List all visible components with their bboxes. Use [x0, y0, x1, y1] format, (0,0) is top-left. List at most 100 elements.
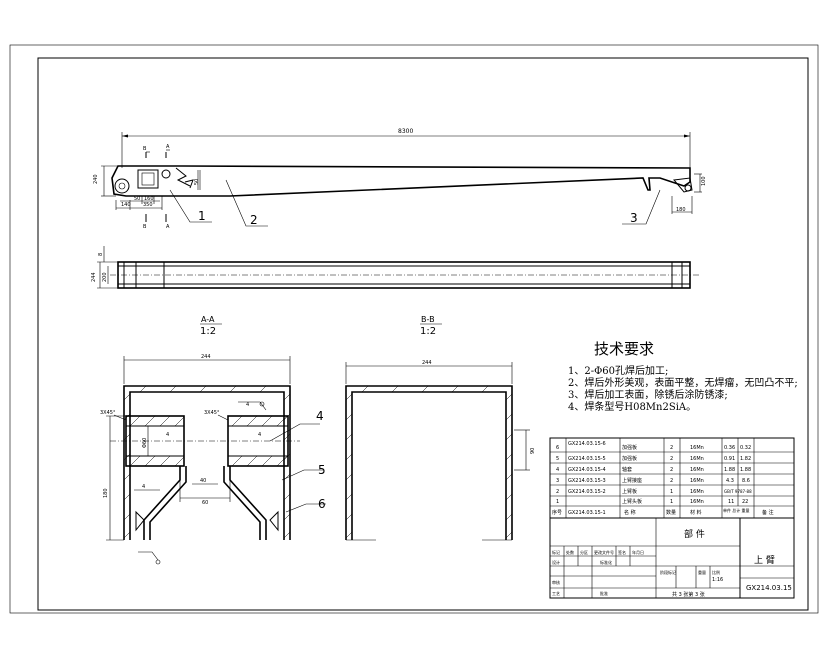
main-view: 8300 240 140 50 160 350 50 — [93, 128, 707, 230]
dim-244-top: 244 — [91, 272, 97, 282]
bom-no-2: 2 — [556, 489, 559, 495]
bom-name-4: 轴套 — [622, 466, 632, 473]
section-mark-a-top: A — [166, 144, 170, 150]
bom-w2-4: 1.88 — [740, 467, 751, 473]
dim-bore: Φ60 — [142, 438, 148, 448]
bom-code-4: GX214.03.15-4 — [568, 467, 606, 473]
bom-name-2: 上臂板 — [622, 488, 637, 495]
tb-label-approve: 批准 — [600, 590, 608, 596]
dim-350: 350 — [143, 202, 153, 208]
bom-w2-6: 0.32 — [740, 445, 751, 451]
bom-code-5: GX214.03.15-5 — [568, 456, 606, 462]
balloon-1: 1 — [198, 209, 206, 223]
section-b-scale: 1:2 — [420, 326, 436, 337]
dim-140: 140 — [121, 202, 131, 208]
section-b-view: B-B 1:2 244 90 — [345, 315, 536, 541]
section-a-scale: 1:2 — [200, 326, 216, 337]
tb-label-scale: 比例 — [712, 569, 720, 575]
bom-mat-5: 16Mn — [690, 456, 704, 462]
tb-label-date: 年月日 — [632, 549, 644, 555]
bom-qty-6: 2 — [670, 445, 673, 451]
weld-2: 4 — [258, 432, 261, 438]
tb-label-change-doc: 更改文件号 — [594, 549, 614, 555]
bom-code-1: GX214.03.15-1 — [568, 510, 606, 516]
dim-span: 60 — [202, 500, 208, 506]
bom-name-6: 加强板 — [622, 444, 637, 451]
section-a-label: A-A — [201, 315, 215, 324]
title-category: 部 件 — [684, 528, 705, 540]
weld-1: 4 — [166, 432, 169, 438]
dim-200-top: 200 — [102, 272, 108, 282]
bom-w1-5: 0.91 — [724, 456, 735, 462]
dim-160: 160 — [144, 196, 154, 202]
tb-label-weight: 重量 — [698, 569, 706, 575]
title-drawing-no: GX214.03.15 — [746, 584, 792, 592]
dim-244-b: 244 — [422, 360, 432, 366]
section-b-label: B-B — [421, 315, 435, 324]
dim-8-top: 8 — [98, 253, 104, 256]
bom-mat-6: 16Mn — [690, 445, 704, 451]
bom-header-mat: 材 料 — [690, 509, 702, 516]
tb-label-design: 设计 — [552, 559, 560, 565]
bom-w1-1: 11 — [728, 499, 734, 505]
bom-name-1: 上臂头板 — [622, 498, 642, 505]
bom-w1-3: 4.3 — [726, 478, 734, 484]
bom-no-4: 4 — [556, 467, 559, 473]
tech-req-item-3: 3、焊后加工表面，除锈后涂防锈漆; — [568, 388, 728, 401]
inner-frame — [37, 57, 809, 611]
section-mark-b-bottom: B — [143, 224, 147, 230]
bom-mat-4: 16Mn — [690, 467, 704, 473]
bom-header-name: 名 称 — [624, 509, 636, 516]
tech-req-item-2: 2、焊后外形美观，表面平整，无焊瘤，无凹凸不平; — [568, 376, 798, 389]
tb-label-mark: 标记 — [552, 549, 560, 555]
tech-req-item-1: 1、2-Φ60孔焊后加工; — [568, 365, 668, 377]
dim-244-a: 244 — [201, 354, 211, 360]
tb-label-stage: 阶段标记 — [660, 569, 676, 575]
bom-header-qty: 数量 — [666, 509, 676, 516]
bom-header-note: 备 注 — [762, 509, 774, 516]
bom-name-3: 上臂接座 — [622, 477, 642, 484]
bom-qty-4: 2 — [670, 467, 673, 473]
bom-qty-2: 1 — [670, 489, 673, 495]
dim-240: 240 — [93, 174, 99, 184]
tb-label-count: 处数 — [566, 549, 574, 555]
section-a-view: A-A 1:2 244 — [100, 315, 326, 565]
tb-label-sign: 签名 — [618, 549, 626, 555]
dim-50-notch: 50 — [194, 179, 200, 185]
dim-height-a: 180 — [103, 488, 109, 498]
dim-overall-length: 8300 — [398, 128, 413, 135]
chamfer-left: 3X45° — [100, 410, 116, 416]
section-mark-b-top: B — [143, 146, 147, 152]
outer-border — [9, 44, 819, 614]
bom-qty-5: 2 — [670, 456, 673, 462]
bom-header-weight: 单件 总计 重量 — [723, 507, 750, 513]
bom-code-3: GX214.03.15-3 — [568, 478, 606, 484]
title-part-name: 上 臂 — [754, 554, 775, 566]
title-scale: 1:16 — [712, 577, 723, 583]
bom-mat-3: 16Mn — [690, 478, 704, 484]
dim-90-b: 90 — [530, 448, 536, 454]
chamfer-right: 3X45° — [204, 410, 220, 416]
technical-requirements: 技术要求 1、2-Φ60孔焊后加工; 2、焊后外形美观，表面平整，无焊瘤，无凹凸… — [568, 340, 798, 413]
dim-gap: 40 — [200, 478, 206, 484]
balloon-2: 2 — [250, 213, 258, 227]
bom-w2-3: 8.6 — [742, 478, 750, 484]
dim-50: 50 — [134, 196, 140, 202]
balloon-5: 5 — [318, 463, 326, 477]
dim-180: 180 — [676, 207, 686, 213]
section-mark-a-bottom: A — [166, 224, 170, 230]
bill-of-materials: 6 GX214.03.15-6 加强板 2 16Mn 0.36 0.32 5 G… — [549, 437, 795, 519]
bom-qty-3: 2 — [670, 478, 673, 484]
bom-no-5: 5 — [556, 456, 559, 462]
bom-no-6: 6 — [556, 445, 559, 451]
tech-req-title: 技术要求 — [594, 340, 654, 358]
tb-label-review: 审核 — [552, 579, 560, 585]
bom-mat-1: 16Mn — [690, 499, 704, 505]
title-block: 部 件 上 臂 GX214.03.15 1:16 共 3 张第 3 张 标记 处… — [549, 517, 795, 599]
bom-mat-2: 16Mn — [690, 489, 704, 495]
tech-req-item-4: 4、焊条型号H08Mn2SiA。 — [568, 400, 696, 413]
bom-no-1: 1 — [556, 499, 559, 505]
dim-100: 100 — [701, 176, 707, 186]
balloon-6: 6 — [318, 497, 326, 511]
